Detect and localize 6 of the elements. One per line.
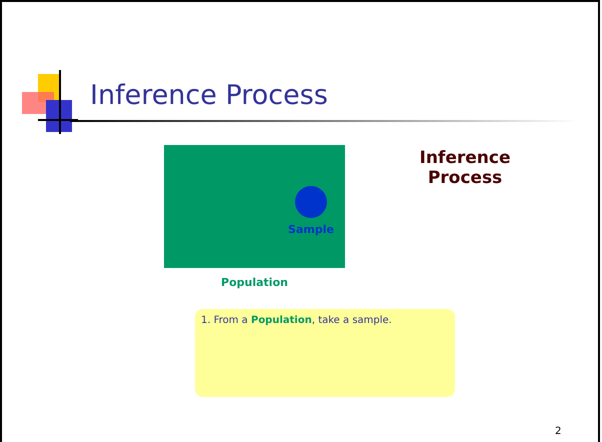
slide-title: Inference Process [90, 80, 328, 111]
sample-label: Sample [287, 223, 335, 236]
population-label: Population [220, 276, 289, 289]
side-heading: Inference Process [418, 148, 512, 188]
page-number: 2 [555, 426, 562, 437]
note-text: 1. From a Population, take a sample. [201, 315, 393, 326]
